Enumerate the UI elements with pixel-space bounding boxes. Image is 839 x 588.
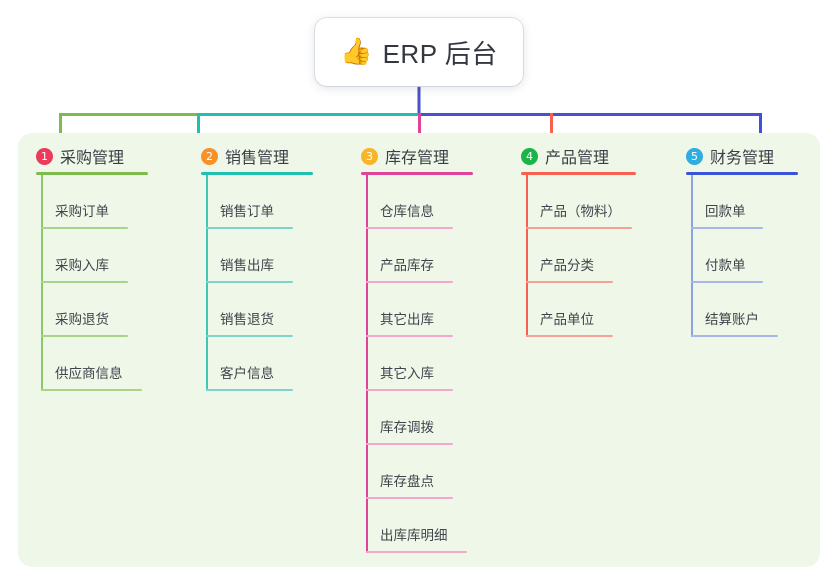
column-title-3: 库存管理 — [385, 150, 450, 167]
leaf-node[interactable]: 采购订单 — [41, 175, 128, 229]
leaf-node-rule — [691, 227, 763, 229]
leaf-node-label: 采购入库 — [55, 258, 109, 273]
leaf-node-label: 仓库信息 — [380, 204, 434, 219]
leaf-node[interactable]: 回款单 — [691, 175, 763, 229]
leaf-node[interactable]: 库存调拨 — [366, 391, 453, 445]
column-rule-1 — [36, 172, 148, 175]
leaf-node-rule — [366, 497, 453, 499]
column-rule-2 — [201, 172, 313, 175]
column-header-4[interactable]: 4 产品管理 — [521, 144, 609, 168]
leaf-node-label: 产品（物料） — [540, 204, 621, 219]
category-column-finance: 5 财务管理 回款单付款单结算账户 — [668, 133, 820, 567]
column-header-3[interactable]: 3 库存管理 — [361, 144, 449, 168]
leaf-node-label: 销售订单 — [220, 204, 274, 219]
column-rule-5 — [686, 172, 798, 175]
column-header-1[interactable]: 1 采购管理 — [36, 144, 124, 168]
leaf-node-rule — [366, 443, 453, 445]
column-title-1: 采购管理 — [60, 150, 125, 167]
number-badge-3: 3 — [361, 147, 378, 165]
leaf-node-label: 付款单 — [705, 258, 746, 273]
leaf-node-rule — [206, 389, 293, 391]
leaf-node[interactable]: 产品库存 — [366, 229, 453, 283]
number-badge-5: 5 — [686, 147, 703, 165]
leaf-node[interactable]: 产品（物料） — [526, 175, 632, 229]
leaf-node-label: 销售出库 — [220, 258, 274, 273]
leaf-node[interactable]: 结算账户 — [691, 283, 778, 337]
leaf-node[interactable]: 出库库明细 — [366, 499, 467, 553]
leaf-node-label: 供应商信息 — [55, 366, 123, 381]
leaf-node-label: 采购退货 — [55, 312, 109, 327]
column-stem-1 — [41, 175, 43, 391]
number-badge-2: 2 — [201, 147, 218, 165]
leaf-node-label: 结算账户 — [705, 312, 759, 327]
leaf-node[interactable]: 销售订单 — [206, 175, 293, 229]
leaf-node-rule — [691, 335, 778, 337]
leaf-node-rule — [366, 551, 467, 553]
column-rule-4 — [521, 172, 636, 175]
leaf-node-rule — [41, 227, 128, 229]
leaf-node-rule — [526, 281, 613, 283]
column-title-2: 销售管理 — [225, 150, 290, 167]
leaf-node-rule — [366, 281, 453, 283]
leaf-node-label: 采购订单 — [55, 204, 109, 219]
column-stem-3 — [366, 175, 368, 553]
column-header-2[interactable]: 2 销售管理 — [201, 144, 289, 168]
leaf-node-label: 库存调拨 — [380, 420, 434, 435]
leaf-node[interactable]: 产品单位 — [526, 283, 613, 337]
leaf-node-label: 产品分类 — [540, 258, 594, 273]
number-badge-4: 4 — [521, 147, 538, 165]
leaf-node[interactable]: 其它出库 — [366, 283, 453, 337]
column-stem-5 — [691, 175, 693, 337]
category-column-product: 4 产品管理 产品（物料） 产品分类产品单位 — [503, 133, 668, 567]
leaf-node-label: 出库库明细 — [380, 528, 448, 543]
leaf-node[interactable]: 采购退货 — [41, 283, 128, 337]
column-stem-2 — [206, 175, 208, 391]
leaf-node[interactable]: 采购入库 — [41, 229, 128, 283]
thumbs-up-icon: 👍 — [340, 37, 373, 67]
leaf-node[interactable]: 产品分类 — [526, 229, 613, 283]
leaf-node-label: 回款单 — [705, 204, 746, 219]
number-badge-1: 1 — [36, 147, 53, 165]
leaf-node[interactable]: 销售退货 — [206, 283, 293, 337]
leaf-node-label: 库存盘点 — [380, 474, 434, 489]
category-column-purchasing: 1 采购管理 采购订单采购入库采购退货供应商信息 — [18, 133, 183, 567]
category-column-sales: 2 销售管理 销售订单销售出库销售退货客户信息 — [183, 133, 343, 567]
leaf-node-rule — [206, 227, 293, 229]
category-column-inventory: 3 库存管理 仓库信息产品库存其它出库其它入库库存调拨库存盘点出库库明细 — [343, 133, 503, 567]
leaf-node-rule — [366, 389, 453, 391]
leaf-node-label: 产品单位 — [540, 312, 594, 327]
leaf-node-rule — [691, 281, 763, 283]
leaf-node[interactable]: 其它入库 — [366, 337, 453, 391]
root-node-label: ERP 后台 — [382, 38, 498, 69]
leaf-node[interactable]: 供应商信息 — [41, 337, 142, 391]
leaf-node-label: 客户信息 — [220, 366, 274, 381]
leaf-node-rule — [366, 227, 453, 229]
leaf-node-label: 其它入库 — [380, 366, 434, 381]
leaf-node-rule — [41, 281, 128, 283]
leaf-node[interactable]: 客户信息 — [206, 337, 293, 391]
leaf-node[interactable]: 付款单 — [691, 229, 763, 283]
leaf-node-rule — [526, 227, 632, 229]
diagram-panel — [18, 133, 820, 567]
column-rule-3 — [361, 172, 473, 175]
leaf-node-rule — [366, 335, 453, 337]
leaf-node[interactable]: 销售出库 — [206, 229, 293, 283]
leaf-node[interactable]: 库存盘点 — [366, 445, 453, 499]
leaf-node-label: 销售退货 — [220, 312, 274, 327]
leaf-node-rule — [526, 335, 613, 337]
root-node[interactable]: 👍 ERP 后台 — [315, 18, 523, 86]
leaf-node-rule — [206, 281, 293, 283]
leaf-node-rule — [206, 335, 293, 337]
leaf-node-label: 其它出库 — [380, 312, 434, 327]
column-stem-4 — [526, 175, 528, 337]
category-columns: 1 采购管理 采购订单采购入库采购退货供应商信息 2 销售管理 销售订单销售出库… — [18, 133, 820, 567]
leaf-node-rule — [41, 335, 128, 337]
leaf-node-label: 产品库存 — [380, 258, 434, 273]
column-title-4: 产品管理 — [545, 150, 610, 167]
leaf-node-rule — [41, 389, 142, 391]
leaf-node[interactable]: 仓库信息 — [366, 175, 453, 229]
column-header-5[interactable]: 5 财务管理 — [686, 144, 774, 168]
column-title-5: 财务管理 — [710, 150, 775, 167]
